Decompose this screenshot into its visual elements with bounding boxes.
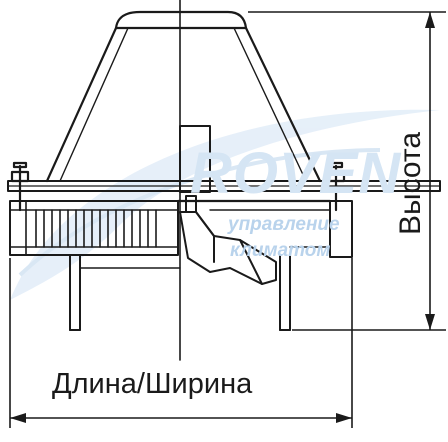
- hood-right-edge: [244, 26, 322, 183]
- width-dimension-label: Длина/Ширина: [52, 368, 253, 400]
- height-dimension-label: Высота: [394, 131, 427, 235]
- lower-casing: [69, 254, 291, 331]
- impeller: [179, 195, 277, 285]
- watermark-line-1: управление: [228, 214, 340, 235]
- width-arrow-right: [336, 413, 352, 423]
- hood-left-edge: [45, 26, 118, 183]
- height-arrow-bottom: [425, 314, 435, 330]
- left-bolt: [10, 161, 30, 212]
- watermark-line-2: климатом: [230, 240, 331, 261]
- width-arrow-left: [10, 413, 26, 423]
- watermark-brand: ROVEN: [190, 141, 402, 206]
- right-frame: [329, 200, 353, 258]
- grille-slats: [35, 209, 157, 248]
- grille-frame: [9, 200, 179, 256]
- top-cap: [114, 10, 248, 30]
- height-arrow-top: [425, 12, 435, 28]
- right-bolt: [326, 161, 346, 212]
